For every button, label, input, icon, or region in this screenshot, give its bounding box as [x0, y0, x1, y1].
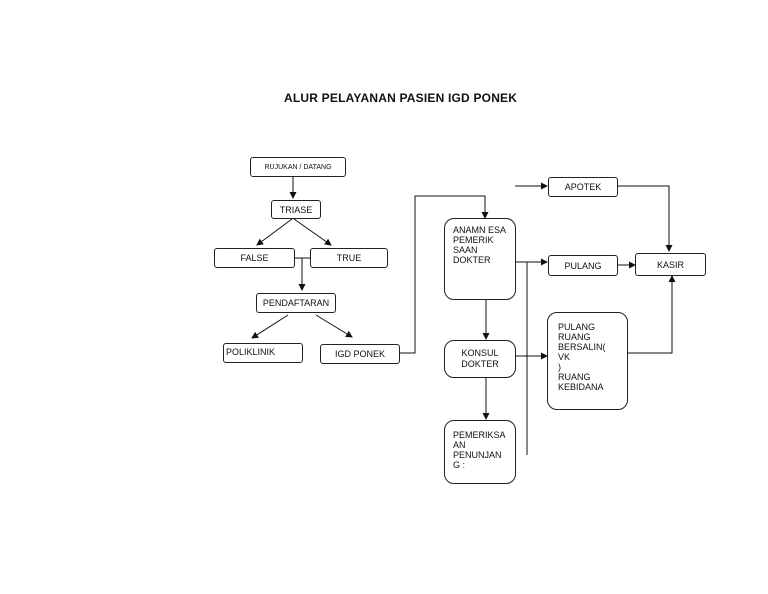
arrow-apotek-kasir — [617, 185, 673, 252]
node-pendaftaran: PENDAFTARAN — [256, 293, 336, 313]
node-anamnesa: ANAMN ESA PEMERIK SAAN DOKTER — [444, 218, 516, 300]
node-apotek: APOTEK — [548, 177, 618, 197]
node-true: TRUE — [310, 248, 388, 268]
ruang-line-5: RUANG — [558, 372, 591, 382]
anamnesa-line-1: ANAMN ESA — [453, 225, 507, 235]
node-konsul-dokter: KONSUL DOKTER — [444, 340, 516, 378]
node-pemeriksaan: PEMERIKSA AN PENUNJAN G : — [444, 420, 516, 484]
anamnesa-line-4: DOKTER — [453, 255, 491, 265]
node-triase: TRIASE — [271, 200, 321, 219]
node-false: FALSE — [214, 248, 295, 268]
arrow-pendaftaran-igd — [315, 314, 353, 338]
arrow-ruang-kasir — [628, 275, 676, 354]
ruang-line-2: RUANG — [558, 332, 591, 342]
ruang-line-6: KEBIDANA — [558, 382, 604, 392]
ruang-line-3: BERSALIN( VK — [558, 342, 606, 362]
node-pulang: PULANG — [548, 255, 618, 276]
node-igd-ponek: IGD PONEK — [320, 344, 400, 364]
anamnesa-line-2: PEMERIK — [453, 235, 494, 245]
anamnesa-line-3: SAAN — [453, 245, 478, 255]
ruang-line-4: ) — [558, 362, 561, 372]
arrow-pendaftaran-poliklinik — [251, 314, 289, 339]
arrow-triase-true — [293, 218, 332, 246]
arrow-igd-anamnesa — [400, 195, 489, 354]
diagram-title: ALUR PELAYANAN PASIEN IGD PONEK — [284, 91, 518, 105]
pemeriksaan-line-2: AN — [453, 440, 466, 450]
node-rujukan: RUJUKAN / DATANG — [250, 157, 346, 177]
node-poliklinik: POLIKLINIK — [223, 343, 303, 363]
konsul-line-2: DOKTER — [461, 359, 499, 369]
pemeriksaan-line-3: PENUNJAN G : — [453, 450, 502, 470]
node-kasir: KASIR — [635, 253, 706, 276]
arrow-triase-false — [256, 218, 293, 246]
pemeriksaan-line-1: PEMERIKSA — [453, 430, 506, 440]
konsul-line-1: KONSUL — [461, 348, 499, 358]
node-ruang-bersalin: PULANG RUANG BERSALIN( VK ) RUANG KEBIDA… — [547, 312, 628, 410]
ruang-line-1: PULANG — [558, 322, 596, 332]
